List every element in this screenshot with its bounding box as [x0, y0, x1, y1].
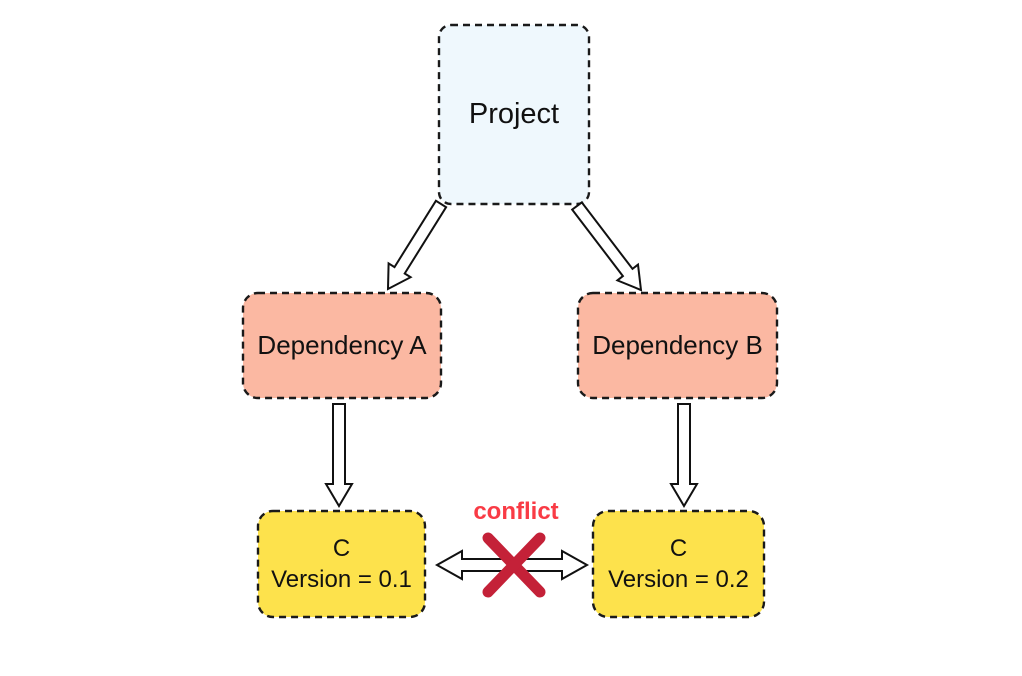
dependency-b-node-shape [576, 291, 779, 400]
arrow-project-to-dependency-b-icon [570, 201, 643, 292]
arrow-project-to-dependency-a-icon [386, 199, 448, 291]
conflict-cross-icon [482, 532, 546, 598]
arrow-dependency-b-to-c-icon [669, 403, 699, 508]
c-version-02-node-shape [591, 509, 766, 619]
project-node-shape [437, 23, 591, 206]
dependency-a-node-shape [241, 291, 443, 400]
arrow-dependency-a-to-c-icon [324, 403, 354, 508]
c-version-01-node-shape [256, 509, 427, 619]
